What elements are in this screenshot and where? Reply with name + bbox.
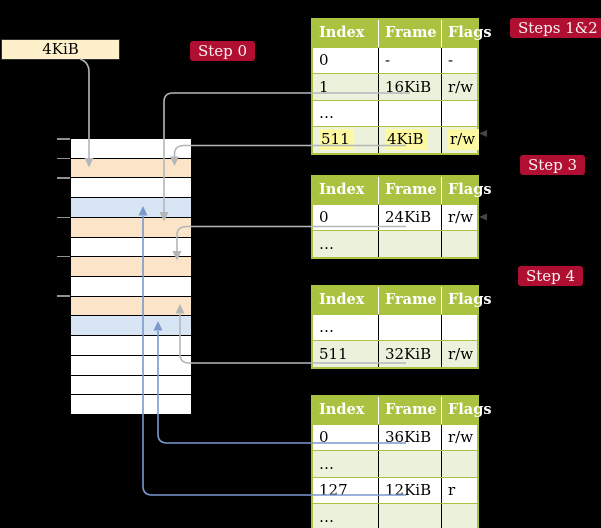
table-cell: … (319, 234, 334, 253)
table-cell: 16KiB (378, 74, 441, 100)
table-cell: r (441, 477, 477, 503)
column-header-index: Index (319, 401, 365, 418)
table-cell: 12KiB (378, 477, 441, 503)
badge-step-0: Step 0 (190, 41, 256, 61)
memory-frame-row-peach (71, 296, 191, 317)
column-header-flags: Flags (441, 287, 492, 314)
memory-frame-row-white (71, 375, 191, 396)
table-row: … (313, 450, 477, 477)
table-cell (378, 504, 441, 528)
column-header-flags: Flags (441, 20, 492, 47)
address-tick (57, 177, 70, 179)
memory-frame-row-white (71, 139, 191, 159)
table-cell (378, 451, 441, 477)
table-cell (378, 231, 441, 257)
highlighted-value: r/w (448, 129, 480, 151)
table-cell: 32KiB (378, 341, 441, 367)
column-header-frame: Frame (378, 397, 441, 424)
table-cell: r/w (441, 341, 477, 367)
table-cell (378, 314, 441, 340)
address-tick (57, 255, 70, 258)
table-cell: 0 (319, 208, 329, 227)
column-header-index: Index (319, 181, 365, 198)
column-header-frame: Frame (378, 287, 441, 314)
memory-frame-row-peach (71, 257, 191, 278)
step-arrow-remnant-icon (479, 213, 487, 221)
column-header-frame: Frame (378, 177, 441, 204)
memory-frame-row-white (71, 277, 191, 297)
table-cell: 4KiB (378, 127, 441, 153)
address-tick (57, 216, 70, 219)
table-cell: … (319, 454, 334, 473)
table-cell (441, 504, 477, 528)
column-header-frame: Frame (378, 20, 441, 47)
highlighted-value: 511 (319, 129, 354, 151)
physical-memory-stack (70, 138, 192, 415)
address-tick (57, 295, 70, 297)
memory-frame-row-peach (71, 158, 191, 179)
table-cell: r/w (441, 424, 477, 450)
badge-step-3: Step 3 (520, 155, 586, 175)
table-cell: - (441, 47, 477, 73)
memory-frame-row-white (71, 395, 191, 415)
table-cell (441, 100, 477, 126)
table-row: … (313, 99, 477, 126)
memory-frame-row-white (71, 355, 191, 376)
table-cell: 36KiB (378, 424, 441, 450)
table-cell: … (319, 104, 334, 123)
table-cell: 1 (319, 77, 329, 96)
table-cell: r/w (441, 204, 477, 230)
table-cell: 0 (319, 51, 329, 70)
table-cell (441, 314, 477, 340)
step-arrow-remnant-icon (479, 130, 487, 137)
table-cell: … (319, 318, 334, 337)
memory-frame-row-white (71, 178, 191, 199)
table-cell: r/w (441, 74, 477, 100)
address-tick (57, 157, 70, 160)
memory-frame-row-blue (71, 198, 191, 218)
badge-step-4: Step 4 (518, 266, 584, 286)
table-cell (441, 231, 477, 257)
table-cell: … (319, 507, 334, 526)
table-cell: 127 (319, 481, 348, 500)
memory-frame-row-peach (71, 217, 191, 238)
table-cell: r/w (441, 127, 480, 153)
table-row: … (313, 230, 477, 257)
table-row: … (313, 313, 477, 340)
table-cell: 24KiB (378, 204, 441, 230)
table-cell: 511 (319, 344, 348, 363)
table-row: 0 -- (313, 46, 477, 73)
highlighted-value: 4KiB (385, 129, 428, 151)
column-header-index: Index (319, 291, 365, 308)
memory-frame-row-white (71, 336, 191, 356)
table-row: 511 4KiB r/w (313, 126, 480, 153)
table-cell: - (378, 47, 441, 73)
memory-frame-row-white (71, 237, 191, 258)
column-header-index: Index (319, 24, 365, 41)
address-tick (57, 138, 70, 140)
table-cell (378, 100, 441, 126)
memory-frame-row-blue (71, 316, 191, 337)
table-cell: 0 (319, 428, 329, 447)
table-row: … (313, 503, 477, 528)
table-cell (441, 451, 477, 477)
frame-size-box: 4KiB (1, 39, 120, 60)
table-cell: 511 (313, 127, 378, 153)
badge-steps-1-2: Steps 1&2 (510, 18, 601, 38)
column-header-flags: Flags (441, 397, 492, 424)
column-header-flags: Flags (441, 177, 492, 204)
